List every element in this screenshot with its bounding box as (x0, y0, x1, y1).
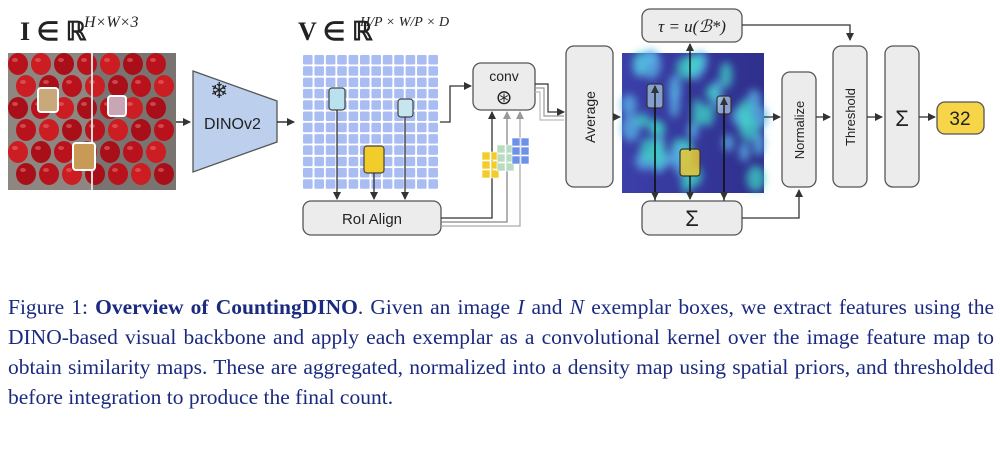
exemplar-box-2 (107, 95, 127, 117)
sum-block: Σ (641, 200, 743, 236)
tau-label: τ = u(ℬ*) (658, 17, 726, 36)
caption-text-1: . Given an image (357, 295, 518, 319)
final-sum-label: Σ (895, 106, 909, 131)
feature-superscript: H/P × W/P × D (359, 15, 449, 30)
backbone-label: DINOv2 (204, 116, 261, 133)
output-value: 32 (949, 109, 970, 130)
exemplar-box-3 (72, 142, 96, 171)
output-count: 32 (936, 101, 985, 135)
conv-block: conv ⊛ (472, 62, 536, 111)
threshold-label: Threshold (843, 88, 858, 146)
similarity-density-map (620, 49, 769, 193)
threshold-block: Threshold (832, 45, 868, 188)
normalize-block: Normalize (781, 71, 817, 188)
conv-label: conv (489, 68, 519, 84)
figure-caption: Figure 1: Overview of CountingDINO. Give… (8, 292, 994, 412)
feature-exemplar-3 (363, 145, 385, 174)
normalize-label: Normalize (792, 101, 807, 160)
final-sum-block: Σ (884, 45, 920, 188)
feature-exemplar-2 (397, 98, 414, 118)
roi-align-label: RoI Align (342, 211, 402, 228)
input-label: I ∈ ℝ (20, 17, 87, 46)
roi-align-block: RoI Align (302, 200, 442, 236)
tau-prior-block: τ = u(ℬ*) (641, 8, 743, 43)
conv-operator-icon: ⊛ (496, 87, 513, 109)
caption-text-3: exemplar boxes, we extract features usin… (8, 295, 995, 409)
feature-exemplar-1 (328, 87, 346, 111)
sum-label: Σ (685, 206, 699, 231)
exemplar-box-1 (37, 87, 59, 113)
input-image (8, 53, 176, 190)
method-diagram: I ∈ ℝ H×W×3 ❄ DINOv2 V ∈ ℝ H/P × W/P × D… (8, 8, 985, 236)
caption-var-i: I (517, 295, 525, 319)
input-superscript: H×W×3 (83, 14, 138, 31)
average-block: Average (565, 45, 614, 188)
caption-title: Overview of CountingDINO (95, 295, 358, 319)
average-label: Average (582, 91, 598, 143)
dinov2-backbone: ❄ DINOv2 (192, 70, 278, 173)
caption-prefix: Figure 1: (8, 295, 96, 319)
feature-label: V ∈ ℝ (298, 17, 373, 46)
snowflake-icon: ❄ (210, 78, 228, 103)
exemplar-kernels (481, 137, 530, 179)
caption-var-n: N (569, 295, 585, 319)
caption-text-2: and (524, 295, 570, 319)
